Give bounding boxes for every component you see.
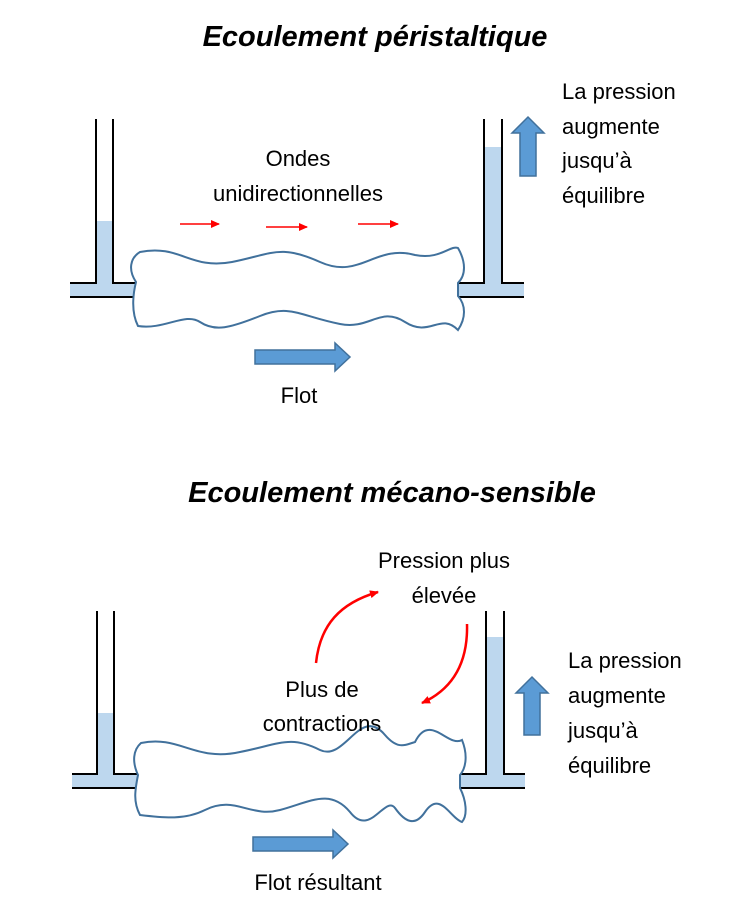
right-column-fluid bbox=[484, 147, 502, 284]
right-manometer bbox=[458, 611, 525, 789]
pressure-label-line4: équilibre bbox=[568, 753, 651, 778]
feedback-arrow-up-icon bbox=[314, 590, 379, 664]
pressure-label-line3: jusqu’à bbox=[561, 148, 632, 173]
flow-label: Flot bbox=[281, 383, 318, 408]
mechanosensitive-section: Ecoulement mécano-sensible Pression plus… bbox=[72, 477, 682, 895]
peristaltic-tube bbox=[130, 246, 465, 332]
left-column-fluid bbox=[96, 221, 113, 284]
contractions-label-line1: Plus de bbox=[285, 677, 358, 702]
high-pressure-label-line1: Pression plus bbox=[378, 548, 510, 573]
feedback-arrow-down-icon bbox=[421, 623, 469, 705]
peristaltic-title: Ecoulement péristaltique bbox=[203, 21, 548, 53]
mechanosensitive-title: Ecoulement mécano-sensible bbox=[188, 477, 596, 509]
pressure-up-arrow-icon bbox=[514, 675, 550, 736]
left-channel-fluid bbox=[70, 283, 138, 296]
left-manometer bbox=[72, 611, 140, 789]
contractions-label-line2: contractions bbox=[263, 711, 382, 736]
pressure-label-line2: augmente bbox=[562, 114, 660, 139]
left-channel-fluid bbox=[72, 774, 140, 787]
pressure-label-line1: La pression bbox=[568, 648, 682, 673]
right-column-fluid bbox=[486, 637, 504, 775]
high-pressure-label-line2: élevée bbox=[412, 583, 477, 608]
left-manometer bbox=[70, 119, 138, 298]
mechanosensitive-tube bbox=[133, 725, 467, 824]
waves-label-line2: unidirectionnelles bbox=[213, 181, 383, 206]
pressure-label-line1: La pression bbox=[562, 79, 676, 104]
waves-label-line1: Ondes bbox=[266, 146, 331, 171]
pressure-up-arrow-icon bbox=[510, 115, 546, 177]
right-channel-fluid bbox=[455, 283, 524, 296]
resulting-flow-label: Flot résultant bbox=[254, 870, 381, 895]
right-channel-fluid bbox=[458, 774, 525, 787]
flow-arrow-icon bbox=[252, 828, 350, 860]
left-column-fluid bbox=[97, 713, 114, 775]
pressure-label-line2: augmente bbox=[568, 683, 666, 708]
right-manometer bbox=[455, 119, 524, 298]
peristaltic-section: Ecoulement péristaltique Ondes unidirect… bbox=[70, 21, 676, 408]
pressure-label-line3: jusqu’à bbox=[567, 718, 638, 743]
flow-arrow-icon bbox=[254, 341, 352, 373]
pressure-label-line4: équilibre bbox=[562, 183, 645, 208]
